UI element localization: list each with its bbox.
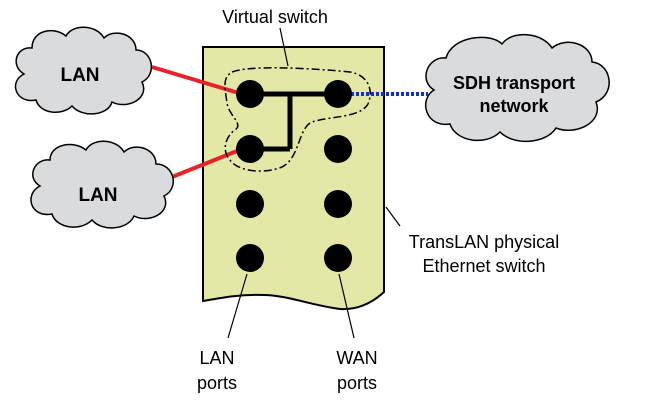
lan-port-4 — [236, 244, 264, 272]
sdh-label-line2: network — [479, 96, 549, 116]
wan-ports-label-line1: WAN — [336, 348, 377, 368]
physical-switch-body — [202, 46, 385, 311]
virtual-switch-leader — [279, 27, 289, 67]
virtual-switch-outline — [224, 67, 371, 172]
lan-bottom-link — [171, 147, 243, 179]
translan-label-line1: TransLAN physical — [409, 232, 559, 252]
wan-port-1 — [324, 80, 352, 108]
wan-ports-label-line2: ports — [337, 373, 377, 393]
wan-port-4 — [324, 244, 352, 272]
cloud-icon — [30, 140, 174, 229]
lan-ports-leader — [227, 273, 248, 339]
lan-port-1 — [236, 80, 264, 108]
lan-ports-label-line2: ports — [197, 373, 237, 393]
sdh-cloud: SDH transport network — [424, 33, 610, 143]
wan-port-3 — [324, 190, 352, 218]
virtual-switch-label: Virtual switch — [222, 7, 328, 27]
lan-cloud-top: LAN — [14, 26, 153, 115]
lan-bottom-label: LAN — [78, 185, 117, 206]
cloud-icon — [14, 26, 153, 115]
lan-port-3 — [236, 190, 264, 218]
lan-ports-label-line1: LAN — [199, 348, 234, 368]
cloud-icon — [424, 33, 610, 143]
sdh-label-line1: SDH transport — [453, 73, 575, 93]
lan-top-link — [151, 65, 243, 96]
lan-port-2 — [236, 135, 264, 163]
lan-top-label: LAN — [60, 65, 99, 86]
lan-cloud-bottom: LAN — [30, 140, 174, 229]
wan-port-2 — [324, 135, 352, 163]
wan-ports-leader — [338, 273, 355, 339]
translan-label-line2: Ethernet switch — [422, 256, 545, 276]
translan-leader — [385, 206, 401, 227]
